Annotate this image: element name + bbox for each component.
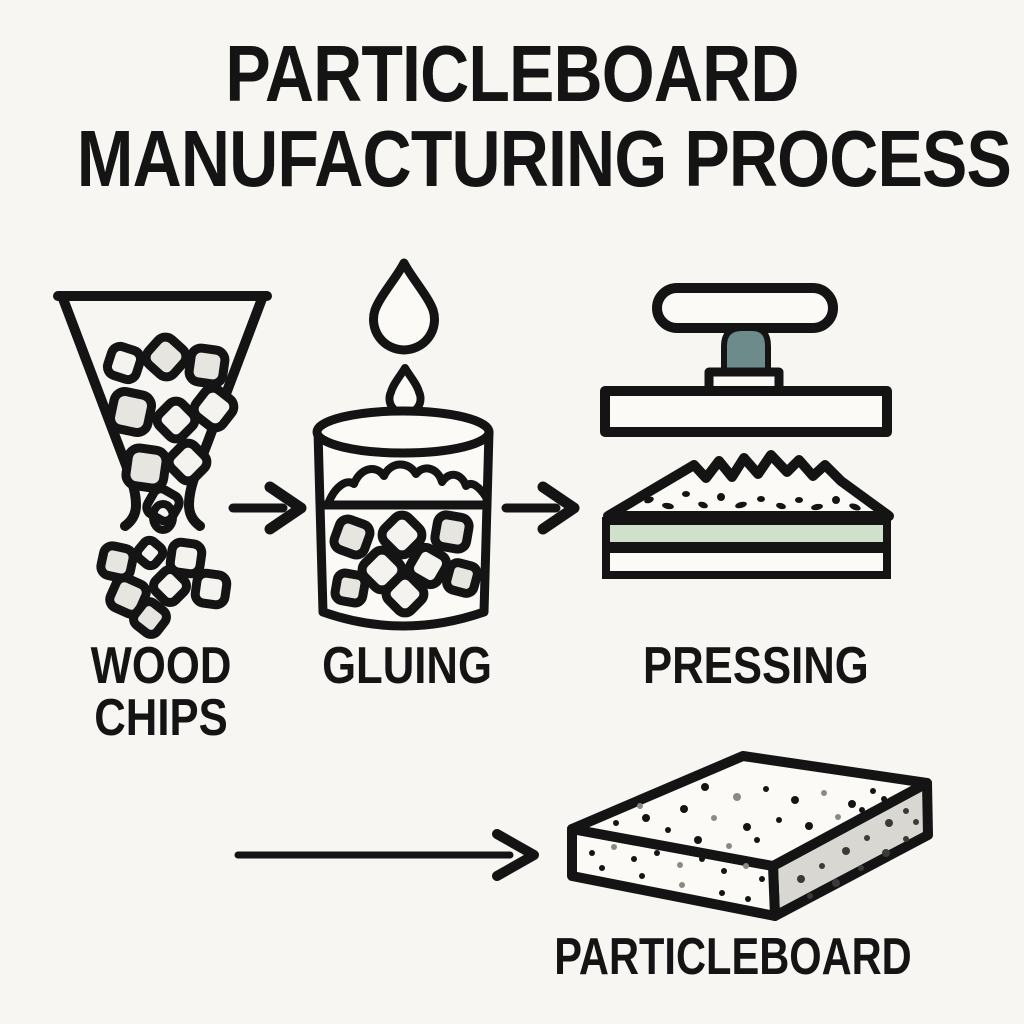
glue-layer <box>602 517 891 550</box>
diagram-title-line2: MANUFACTURING PROCESS <box>76 114 1012 203</box>
slab-speckles <box>589 783 919 902</box>
press-plate <box>600 386 892 437</box>
stage-label-line: PRESSING <box>643 637 869 695</box>
chip-mound <box>603 450 894 521</box>
result-label-particleboard: PARTICLEBOARD <box>554 928 912 986</box>
press-stem <box>721 325 771 379</box>
falling-wood-chips <box>96 500 232 639</box>
diagram-title-line1: PARTICLEBOARD <box>225 29 799 118</box>
particleboard-slab-icon <box>567 751 933 921</box>
stage-label-line: CHIPS <box>94 689 228 747</box>
press-icon <box>600 283 892 437</box>
wood-chips-in-funnel <box>102 332 239 526</box>
chip-mat-icon <box>602 450 894 579</box>
funnel-hopper-icon <box>53 291 272 639</box>
mound-particles <box>644 491 861 511</box>
glue-drop-large-icon <box>369 258 439 355</box>
stage-label-line: WOOD <box>90 637 232 695</box>
right-arrow-icon <box>501 481 580 535</box>
stage-label-wood-chips: WOOD CHIPS <box>56 640 266 744</box>
right-arrow-icon <box>234 829 539 881</box>
slab-top-face <box>567 751 932 871</box>
gluing-beaker-icon <box>312 258 494 631</box>
right-arrow-icon <box>228 481 307 535</box>
stage-label-pressing: PRESSING <box>643 637 869 695</box>
wood-chips-in-glue <box>329 510 482 618</box>
stage-label-gluing: GLUING <box>302 640 512 692</box>
stage-label-line: GLUING <box>322 637 492 695</box>
press-handle <box>652 283 838 333</box>
base-layer <box>602 545 891 579</box>
